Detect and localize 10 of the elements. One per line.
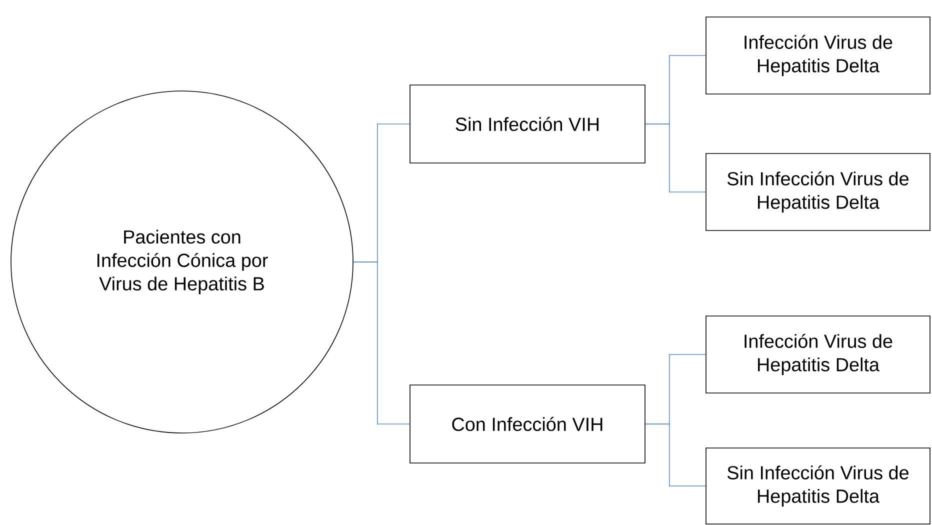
process-box: Sin Infección Virus de Hepatitis Delta bbox=[706, 448, 930, 524]
process-box: Sin Infección VIH bbox=[410, 84, 646, 164]
process-box: Infección Virus de Hepatitis Delta bbox=[706, 16, 930, 94]
connector bbox=[645, 424, 706, 486]
process-box: Sin Infección Virus de Hepatitis Delta bbox=[706, 153, 930, 231]
process-box: Con Infección VIH bbox=[410, 384, 646, 464]
connector bbox=[353, 262, 410, 424]
connector bbox=[645, 124, 706, 192]
circle-node: Pacientes con Infección Cónica por Virus de Hepatitis B bbox=[10, 90, 354, 434]
process-box: Infección Virus de Hepatitis Delta bbox=[706, 316, 930, 394]
